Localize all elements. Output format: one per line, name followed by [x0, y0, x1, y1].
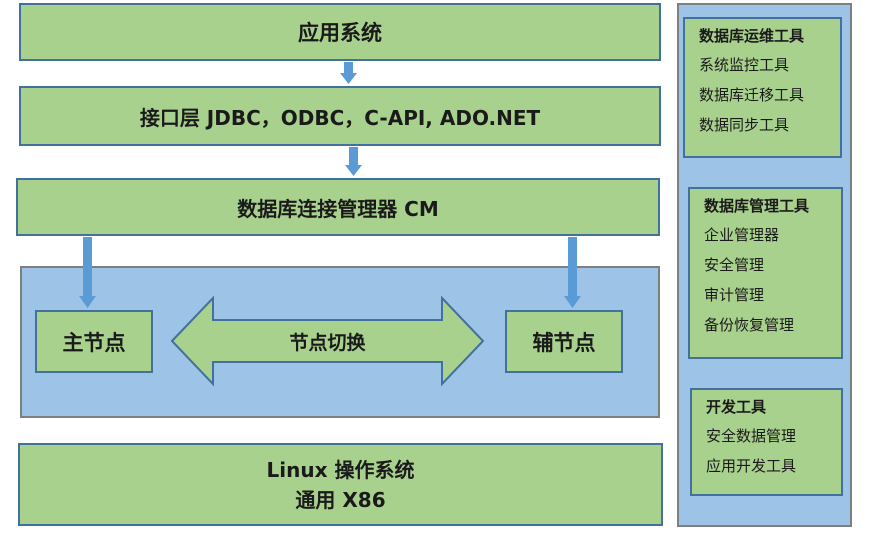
arrow-app-to-interface: [340, 62, 357, 84]
ops-tools-box: 数据库运维工具 系统监控工具 数据库迁移工具 数据同步工具: [683, 17, 842, 158]
hardware-label: 通用 X86: [295, 487, 386, 512]
interface-layer-box: 接口层 JDBC，ODBC，C-API, ADO.NET: [19, 86, 661, 146]
secondary-node-label: 辅节点: [532, 330, 596, 355]
mgmt-tool-item: 安全管理: [704, 256, 765, 274]
node-switch-label: 节点切换: [289, 332, 366, 354]
primary-node-label: 主节点: [62, 330, 126, 355]
app-system-label: 应用系统: [298, 21, 382, 45]
app-system-box: 应用系统: [19, 3, 661, 61]
arrow-cm-to-primary: [79, 237, 96, 308]
dev-tool-item: 安全数据管理: [706, 427, 797, 445]
arrow-cm-to-secondary: [564, 237, 581, 308]
node-switch-double-arrow: [170, 295, 485, 387]
mgmt-tools-box: 数据库管理工具 企业管理器 安全管理 审计管理 备份恢复管理: [688, 187, 843, 359]
ops-tool-item: 数据库迁移工具: [699, 86, 805, 104]
mgmt-tool-item: 审计管理: [704, 286, 765, 304]
os-box: Linux 操作系统 通用 X86: [18, 443, 663, 526]
ops-tools-title: 数据库运维工具: [699, 27, 805, 45]
ops-tool-item: 系统监控工具: [699, 56, 790, 74]
dev-tools-title: 开发工具: [706, 398, 767, 416]
interface-layer-label: 接口层 JDBC，ODBC，C-API, ADO.NET: [139, 105, 541, 130]
ops-tool-item: 数据同步工具: [699, 116, 790, 134]
connection-manager-box: 数据库连接管理器 CM: [16, 178, 660, 236]
arrow-interface-to-cm: [345, 147, 362, 176]
mgmt-tool-item: 企业管理器: [704, 226, 780, 244]
secondary-node-box: 辅节点: [505, 310, 623, 373]
mgmt-tool-item: 备份恢复管理: [704, 316, 795, 334]
mgmt-tools-title: 数据库管理工具: [704, 197, 810, 215]
dev-tools-box: 开发工具 安全数据管理 应用开发工具: [690, 388, 843, 496]
dev-tool-item: 应用开发工具: [706, 457, 797, 475]
os-label: Linux 操作系统: [266, 457, 415, 482]
primary-node-box: 主节点: [35, 310, 153, 373]
connection-manager-label: 数据库连接管理器 CM: [237, 196, 439, 221]
